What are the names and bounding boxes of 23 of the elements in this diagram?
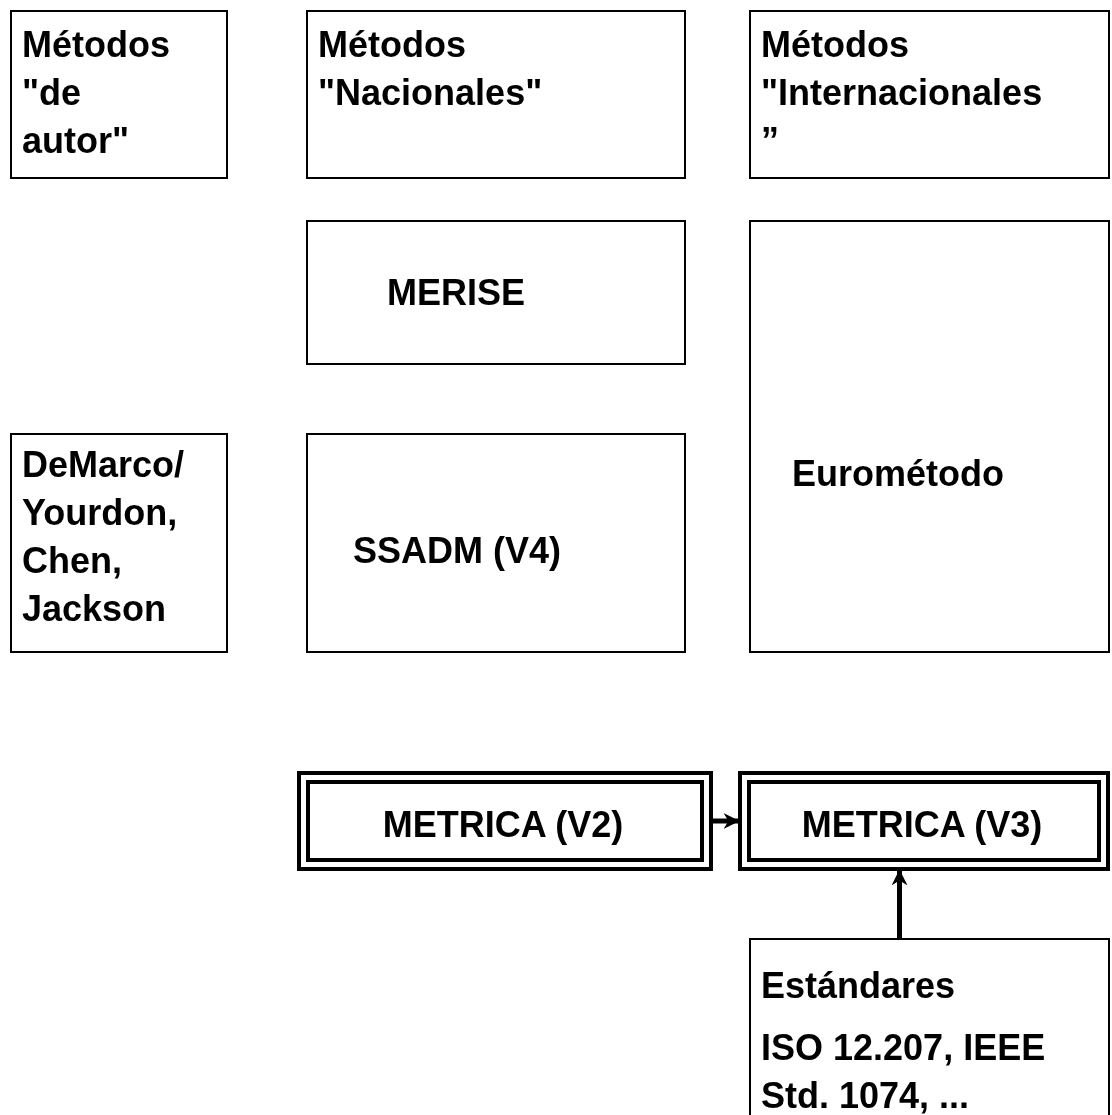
text-box [306,433,686,653]
text-box [749,938,1110,1115]
text-box [306,10,686,179]
text-box [306,220,686,365]
box-label: METRICA (V2) [381,803,625,847]
box-label: Métodos "Nacionales" [318,23,544,115]
text-box [749,220,1110,653]
arrow [891,869,908,938]
box-body-text: ISO 12.207, IEEE Std. 1074, ... [761,1026,1047,1115]
box-label: Métodos "Internacionales ” [761,23,1044,163]
box-label: SSADM (V4) [353,529,563,573]
text-box [10,10,228,179]
box-label: METRICA (V3) [800,803,1044,847]
text-box [10,433,228,653]
arrow [713,813,740,829]
box-label: DeMarco/ Yourdon, Chen, Jackson [22,443,186,631]
box-label: Eurométodo [792,452,1005,496]
box-label: Métodos "de autor" [22,23,171,163]
double-border-box [738,771,1110,871]
double-border-box [297,771,713,871]
box-label: Estándares [761,964,957,1008]
box-label: MERISE [387,271,527,315]
text-box [749,10,1110,179]
